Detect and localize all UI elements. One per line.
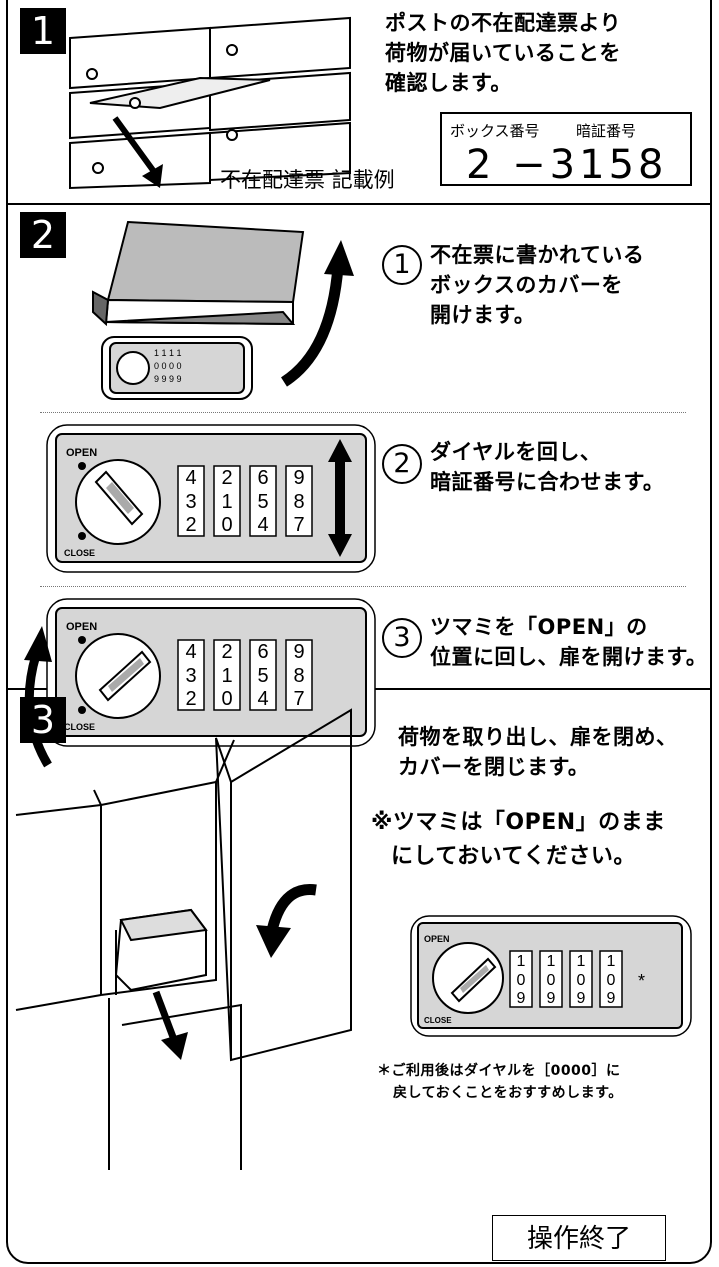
svg-text:OPEN: OPEN xyxy=(424,934,450,944)
dial-bot-1: 2 xyxy=(185,514,196,536)
step-1-instructions: ポストの不在配達票より 荷物が届いていることを 確認します。 xyxy=(385,11,622,95)
svg-text:1: 1 xyxy=(607,953,616,970)
substep-2-text: ダイヤルを回し、 暗証番号に合わせます。 xyxy=(430,440,665,494)
instruction-frame xyxy=(6,0,712,1264)
dial-bot-4: 7 xyxy=(293,514,304,536)
box-number-label: ボックス番号 xyxy=(450,122,540,140)
svg-text:1: 1 xyxy=(577,953,586,970)
svg-text:9 9 9 9: 9 9 9 9 xyxy=(154,374,182,384)
svg-text:9: 9 xyxy=(293,641,304,663)
svg-text:0: 0 xyxy=(577,972,586,989)
dial-top-1: 4 xyxy=(185,467,196,489)
absence-slip-example-label: 不在配達票 記載例 xyxy=(220,168,395,192)
reset-lock-panel: OPEN CLOSE 1 1 1 1 0 0 0 0 9 9 9 9 * xyxy=(410,915,692,1037)
open-arrow-icon xyxy=(280,240,354,387)
svg-text:CLOSE: CLOSE xyxy=(424,1016,452,1025)
substep-1-circle: 1 xyxy=(382,245,422,285)
svg-text:0: 0 xyxy=(607,972,616,989)
svg-text:0 0 0 0: 0 0 0 0 xyxy=(154,361,182,371)
dotted-divider-1 xyxy=(40,412,686,413)
knob-lock-panel: OPEN CLOSE 4 2 6 9 3 1 5 8 2 0 4 7 xyxy=(46,598,376,747)
dial-bot-3: 4 xyxy=(257,514,268,536)
svg-text:1: 1 xyxy=(221,665,232,687)
svg-text:2: 2 xyxy=(185,688,196,710)
end-operation-button[interactable]: 操作終了 xyxy=(492,1215,666,1261)
svg-text:7: 7 xyxy=(293,688,304,710)
svg-text:9: 9 xyxy=(577,990,586,1007)
mailbox-illustration xyxy=(69,16,351,190)
substep-1-text: 不在票に書かれている ボックスのカバーを 開けます。 xyxy=(430,243,645,327)
svg-text:0: 0 xyxy=(517,972,526,989)
step-3-footnote: ＊ご利用後はダイヤルを［0000］に 戻しておくことをおすすめします。 xyxy=(377,1063,623,1101)
step-3-number: 3 xyxy=(20,697,66,743)
dotted-divider-2 xyxy=(40,586,686,587)
svg-text:3: 3 xyxy=(185,665,196,687)
svg-text:CLOSE: CLOSE xyxy=(64,548,95,558)
svg-text:5: 5 xyxy=(257,665,268,687)
svg-text:1: 1 xyxy=(517,953,526,970)
svg-text:9: 9 xyxy=(547,990,556,1007)
dial-lock-panel: OPEN CLOSE 4 2 6 9 3 1 5 8 2 0 4 7 xyxy=(46,424,376,573)
svg-text:4: 4 xyxy=(257,688,268,710)
dial-top-3: 6 xyxy=(257,467,268,489)
substep-2-circle: 2 xyxy=(382,444,422,484)
svg-text:9: 9 xyxy=(607,990,616,1007)
dial-mid-2: 1 xyxy=(221,491,232,513)
svg-text:8: 8 xyxy=(293,665,304,687)
svg-text:1 1 1 1: 1 1 1 1 xyxy=(154,348,182,358)
svg-text:CLOSE: CLOSE xyxy=(64,722,95,732)
section-divider-1 xyxy=(6,203,712,205)
svg-text:0: 0 xyxy=(547,972,556,989)
dial-top-4: 9 xyxy=(293,467,304,489)
svg-text:1: 1 xyxy=(547,953,556,970)
step-1-number: 1 xyxy=(20,8,66,54)
svg-text:6: 6 xyxy=(257,641,268,663)
step-3-instructions: 荷物を取り出し、扉を閉め、 カバーを閉じます。 xyxy=(398,725,678,779)
open-box-illustration xyxy=(15,708,352,1170)
asterisk-mark: * xyxy=(638,971,645,991)
box-cover-illustration: 1 1 1 1 0 0 0 0 9 9 9 9 xyxy=(92,220,305,400)
svg-text:4: 4 xyxy=(185,641,196,663)
dial-top-2: 2 xyxy=(221,467,232,489)
absence-slip-code-box: ボックス番号 暗証番号 2 −3158 xyxy=(440,112,692,188)
svg-text:2: 2 xyxy=(221,641,232,663)
code-value: 2 −3158 xyxy=(466,142,668,188)
svg-text:0: 0 xyxy=(221,688,232,710)
svg-text:OPEN: OPEN xyxy=(66,621,97,633)
svg-text:OPEN: OPEN xyxy=(66,447,97,459)
step-3-note: ※ツマミは「OPEN」のまま にしておいてください。 xyxy=(371,810,666,869)
substep-3-text: ツマミを「OPEN」の 位置に回し、扉を開けます。 xyxy=(430,615,708,669)
dial-mid-3: 5 xyxy=(257,491,268,513)
substep-3-circle: 3 xyxy=(382,618,422,658)
svg-text:9: 9 xyxy=(517,990,526,1007)
dial-mid-4: 8 xyxy=(293,491,304,513)
dial-bot-2: 0 xyxy=(221,514,232,536)
pin-label: 暗証番号 xyxy=(576,122,637,140)
step-2-number: 2 xyxy=(20,212,66,258)
dial-mid-1: 3 xyxy=(185,491,196,513)
